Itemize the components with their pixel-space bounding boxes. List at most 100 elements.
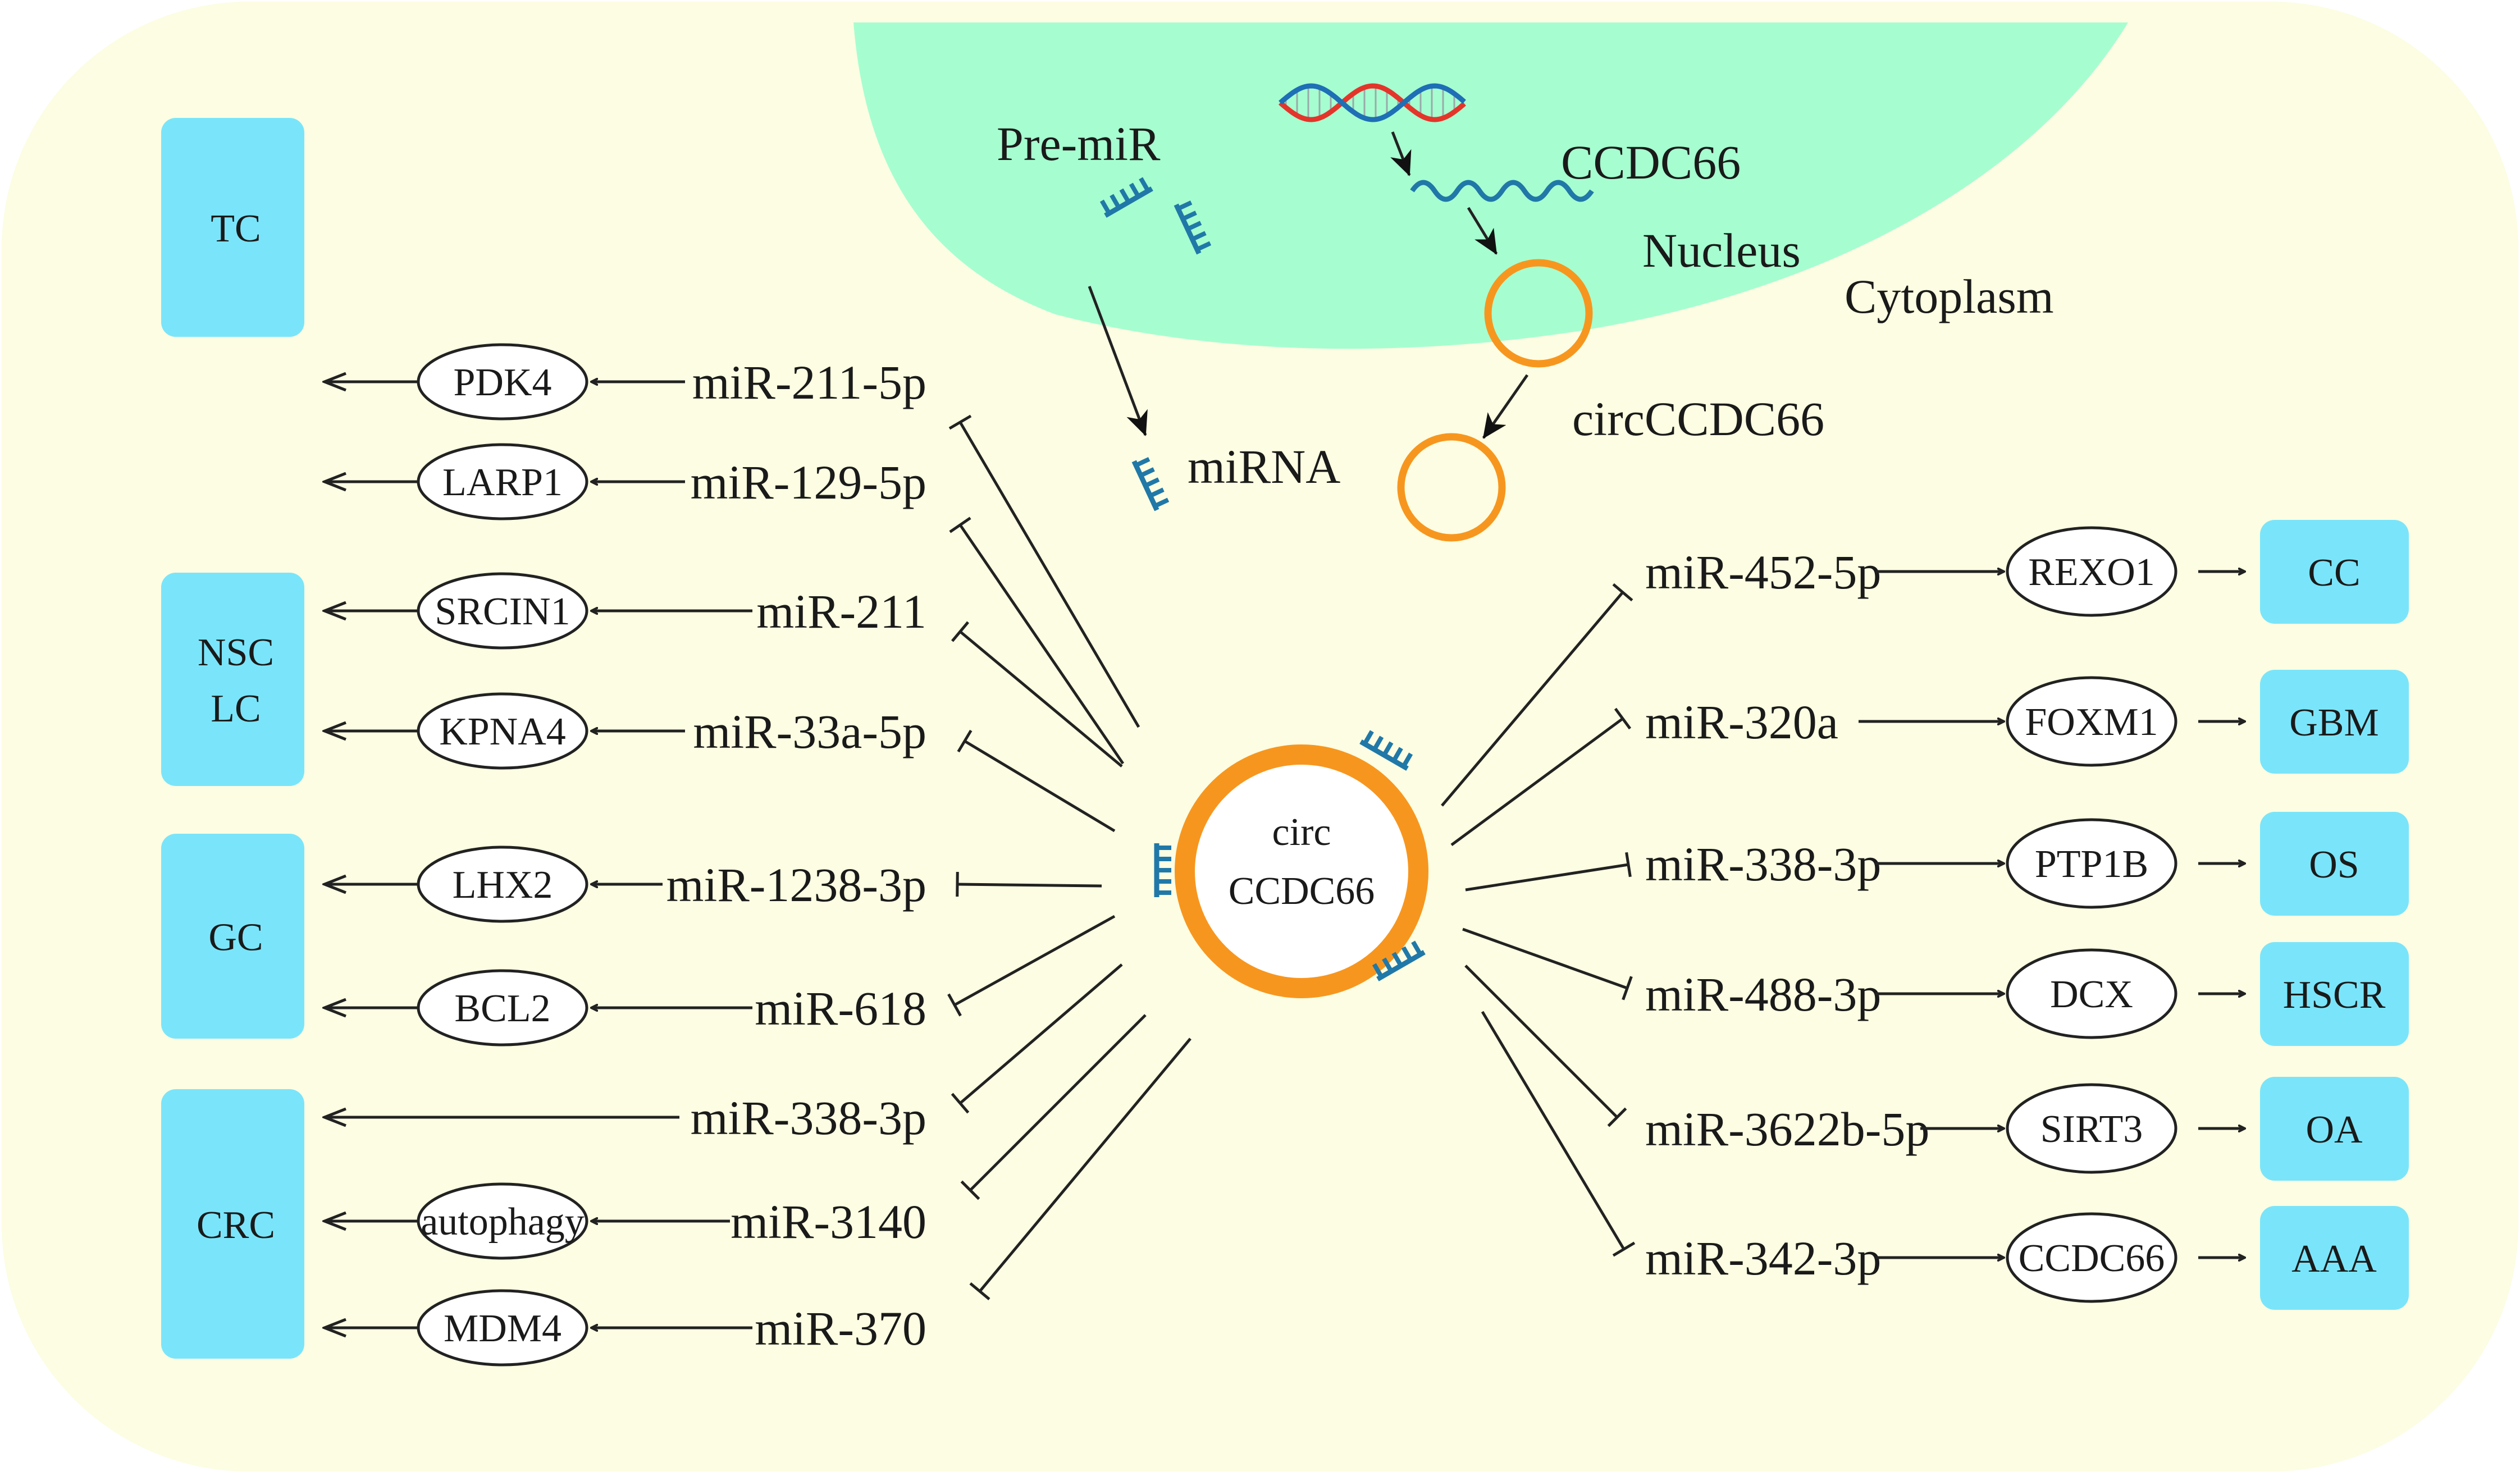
inhibition-bar	[957, 729, 973, 753]
mirna-comb-icon	[1131, 457, 1170, 511]
inhibition-line	[1441, 591, 1624, 807]
inhibition-line	[1481, 1011, 1626, 1250]
inhibition-bar	[1607, 1107, 1627, 1127]
center-label-line1: circ	[1272, 811, 1331, 854]
disease-box-tc	[161, 118, 304, 337]
circrna-nuclear-icon	[1484, 259, 1593, 368]
disease-label: GBM	[2289, 701, 2379, 744]
target-ellipse	[2006, 1083, 2177, 1174]
pre-mir-label: Pre-miR	[997, 117, 1161, 171]
mirna-label: miR-211-5p	[692, 355, 926, 409]
nucleus-region	[853, 22, 2128, 349]
inhibition-bar	[956, 871, 959, 897]
mirna-label: miR-211	[756, 584, 926, 638]
disease-box-cc	[2260, 520, 2409, 624]
inhibition-bar	[960, 1180, 980, 1200]
inhibition-bar	[949, 517, 971, 533]
target-gene-label: LHX2	[453, 863, 553, 907]
target-ellipse	[417, 1182, 588, 1260]
left-pathways: TCmiR-211-5pPDK4miR-129-5pLARP1NSCLCmiR-…	[161, 118, 1191, 1367]
inhibition-line	[979, 1038, 1191, 1292]
disease-box-os	[2260, 812, 2409, 916]
target-ellipse	[2006, 818, 2177, 909]
target-gene-label: MDM4	[444, 1307, 561, 1350]
inhibition-bar	[951, 621, 970, 642]
disease-box-nsclc	[161, 573, 304, 786]
inhibition-bar	[948, 414, 972, 430]
inhibition-line	[958, 421, 1140, 728]
disease-box-oa	[2260, 1077, 2409, 1181]
inhibition-bar	[1614, 707, 1632, 730]
disease-label: NSC	[198, 631, 274, 674]
circrna-cytoplasm-icon	[1397, 433, 1506, 542]
inhibition-line	[958, 524, 1125, 765]
inhibition-line	[957, 883, 1102, 888]
pre-mir-comb-icon-1	[1099, 177, 1153, 218]
target-ellipse	[2006, 1212, 2177, 1303]
target-gene-label: autophagy	[421, 1200, 585, 1244]
mirna-label: miR-129-5p	[691, 455, 926, 509]
bound-mirna-comb-icon-left	[1154, 843, 1171, 897]
target-ellipse	[2006, 676, 2177, 767]
mirna-label: miRNA	[1188, 440, 1340, 493]
bound-mirna-comb-icon-top	[1359, 730, 1413, 771]
premir-to-mirna-arrow	[1088, 286, 1148, 436]
dna-helix-icon	[1279, 83, 1466, 122]
mirna-label: miR-370	[755, 1301, 926, 1355]
circ-export-arrow	[1482, 374, 1529, 439]
inhibition-bar	[1622, 976, 1633, 1000]
mirna-label: miR-3140	[731, 1195, 926, 1249]
mirna-label: miR-3622b-5p	[1645, 1102, 1929, 1156]
cytoplasm-label: Cytoplasm	[1845, 269, 2054, 323]
inhibition-bar	[1625, 852, 1632, 878]
nucleus-label: Nucleus	[1642, 223, 1801, 277]
mrna-to-circ-arrow	[1467, 207, 1498, 255]
disease-box-hscr	[2260, 942, 2409, 1046]
target-gene-label: SIRT3	[2040, 1108, 2143, 1151]
mirna-label: miR-1238-3p	[666, 858, 926, 912]
disease-label: AAA	[2291, 1237, 2377, 1281]
mirna-label: miR-342-3p	[1645, 1231, 1881, 1285]
target-gene-label: DCX	[2050, 973, 2133, 1016]
inhibition-line	[1450, 717, 1624, 847]
target-ellipse	[2006, 948, 2177, 1039]
center-label-line2: CCDC66	[1229, 870, 1375, 913]
target-ellipse	[417, 572, 588, 650]
inhibition-bar	[1612, 1241, 1636, 1257]
target-ellipse	[417, 846, 588, 923]
mirna-comb-icons	[1099, 177, 1426, 981]
mirna-label: miR-618	[755, 981, 926, 1035]
disease-label: TC	[211, 207, 261, 250]
target-ellipse	[2006, 526, 2177, 617]
disease-label: HSCR	[2283, 974, 2386, 1017]
target-gene-label: PDK4	[453, 361, 551, 404]
target-ellipse	[417, 1289, 588, 1367]
inhibition-line	[969, 1014, 1147, 1191]
central-circccdc66-icon	[1175, 744, 1428, 998]
disease-label: GC	[208, 916, 263, 959]
inhibition-line	[1464, 965, 1618, 1118]
inhibition-line	[959, 630, 1123, 767]
disease-box-aaa	[2260, 1206, 2409, 1310]
target-gene-label: CCDC66	[2019, 1237, 2165, 1280]
mirna-label: miR-33a-5p	[693, 705, 926, 758]
bound-mirna-comb-icon-bottom	[1372, 940, 1426, 981]
target-ellipse	[417, 969, 588, 1047]
mirna-label: miR-338-3p	[691, 1091, 926, 1145]
disease-label: OA	[2306, 1108, 2363, 1151]
inhibition-line	[959, 963, 1123, 1104]
inhibition-bar	[947, 993, 962, 1017]
disease-label: CRC	[197, 1204, 275, 1247]
mirna-label: miR-338-3p	[1645, 837, 1881, 891]
inhibition-line	[1462, 927, 1628, 990]
disease-box-crc	[161, 1089, 304, 1359]
target-gene-label: PTP1B	[2035, 843, 2148, 886]
target-gene-label: BCL2	[454, 987, 550, 1030]
inhibition-bar	[1612, 583, 1633, 602]
target-gene-label: REXO1	[2028, 551, 2155, 594]
mirna-label: miR-488-3p	[1645, 967, 1881, 1021]
dna-to-mrna-arrow	[1390, 131, 1412, 176]
